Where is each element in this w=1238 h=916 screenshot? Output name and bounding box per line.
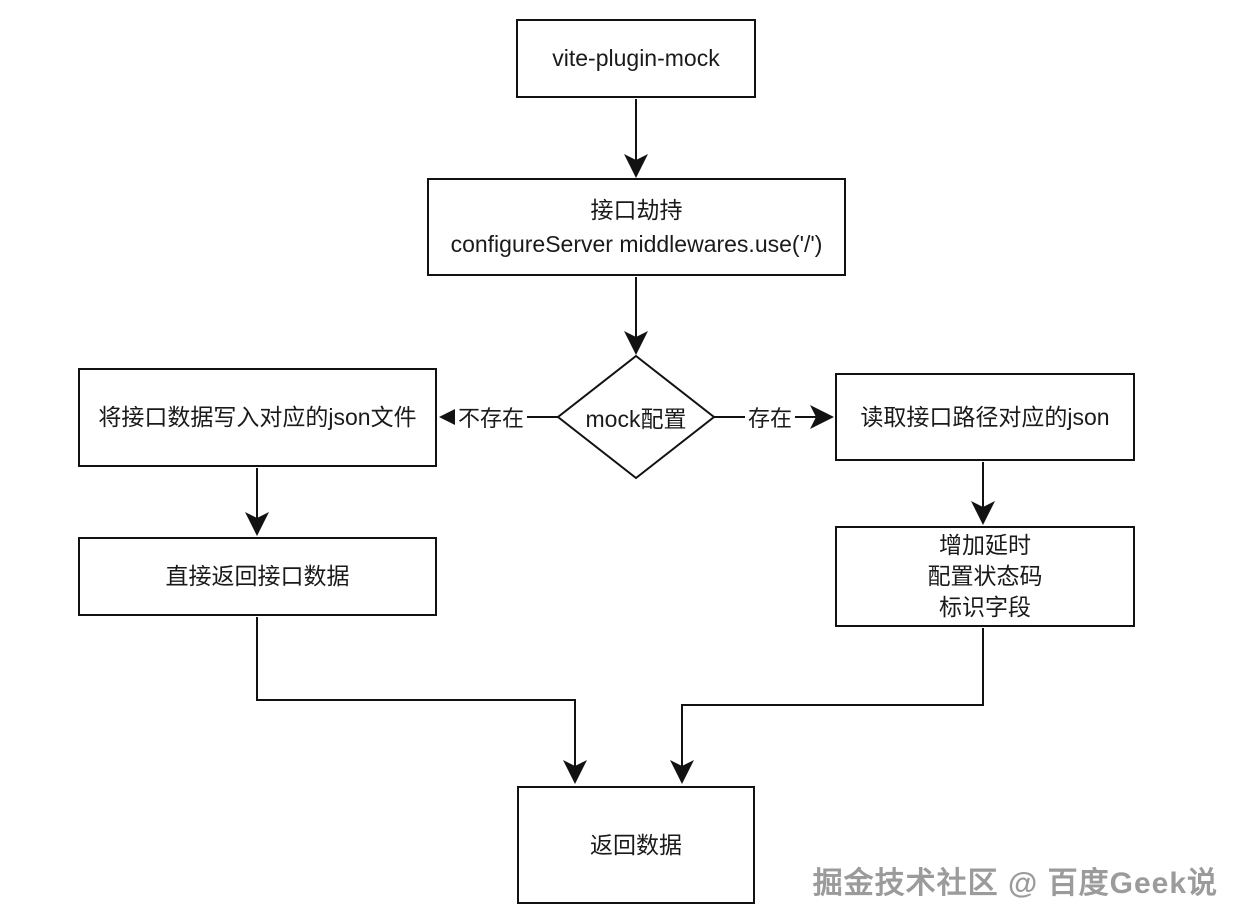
node-decision-label: mock配置 [585, 406, 687, 432]
node-enhance-line3: 标识字段 [939, 594, 1031, 621]
node-read-json: 读取接口路径对应的json [835, 373, 1135, 461]
node-enhance: 增加延时 配置状态码 标识字段 [835, 526, 1135, 627]
node-enhance-line2: 配置状态码 [927, 562, 1043, 589]
edge-label-not-exists: 不存在 [454, 401, 528, 433]
edge-enhance-to-return-data [670, 628, 984, 784]
node-intercept-line2: configureServer middlewares.use('/') [450, 231, 823, 257]
watermark-text: 掘金技术社区 @ 百度Geek说 [812, 867, 1218, 900]
decision-diamond [556, 354, 716, 480]
node-return-direct: 直接返回接口数据 [78, 537, 437, 616]
node-start-label: vite-plugin-mock [552, 45, 720, 72]
node-write-json: 将接口数据写入对应的json文件 [78, 368, 437, 467]
node-read-json-label: 读取接口路径对应的json [860, 403, 1110, 430]
node-start: vite-plugin-mock [516, 19, 756, 98]
node-return-direct-label: 直接返回接口数据 [165, 563, 350, 590]
node-intercept-line1: 接口劫持 [590, 196, 683, 223]
node-enhance-line1: 增加延时 [939, 531, 1031, 558]
node-return-data: 返回数据 [517, 786, 755, 904]
edge-return-direct-to-return-data [256, 617, 587, 784]
edge-label-exists: 存在 [744, 401, 796, 433]
node-write-json-label: 将接口数据写入对应的json文件 [98, 404, 417, 431]
node-intercept: 接口劫持 configureServer middlewares.use('/'… [427, 178, 846, 276]
node-return-data-label: 返回数据 [590, 831, 682, 858]
